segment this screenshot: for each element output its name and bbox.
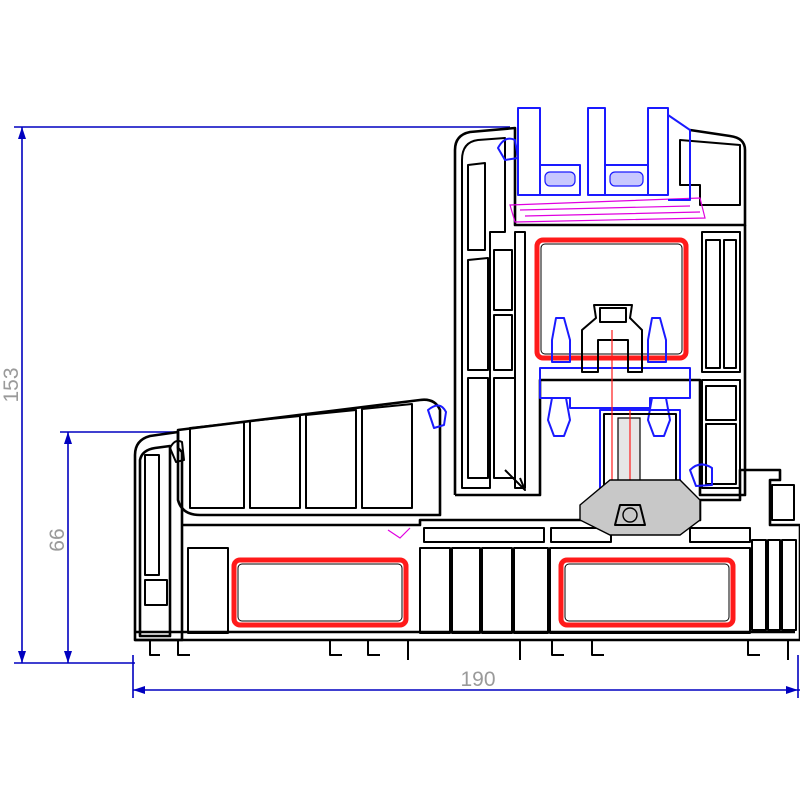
lower-left-reinforcement (231, 557, 409, 628)
dimension-label-153: 153 (0, 367, 23, 402)
dimension-label-190: 190 (460, 668, 495, 691)
steel-reinforcements (231, 237, 736, 628)
center-seal (579, 479, 701, 536)
arrow-head (133, 686, 145, 694)
glazing-and-gasket (509, 107, 706, 223)
dimension-lines (14, 126, 800, 698)
bottom-frame-profile (133, 430, 800, 660)
arrow-head (64, 432, 72, 444)
arrow-head (18, 127, 26, 139)
upper-frame-profile (453, 126, 747, 497)
lower-right-reinforcement (558, 557, 736, 628)
arrow-head (64, 651, 72, 663)
lower-sash-profile (169, 398, 447, 539)
central-hardware (539, 304, 691, 500)
arrow-head (786, 686, 798, 694)
dimension-label-66: 66 (46, 528, 69, 551)
arrow-head (18, 651, 26, 663)
